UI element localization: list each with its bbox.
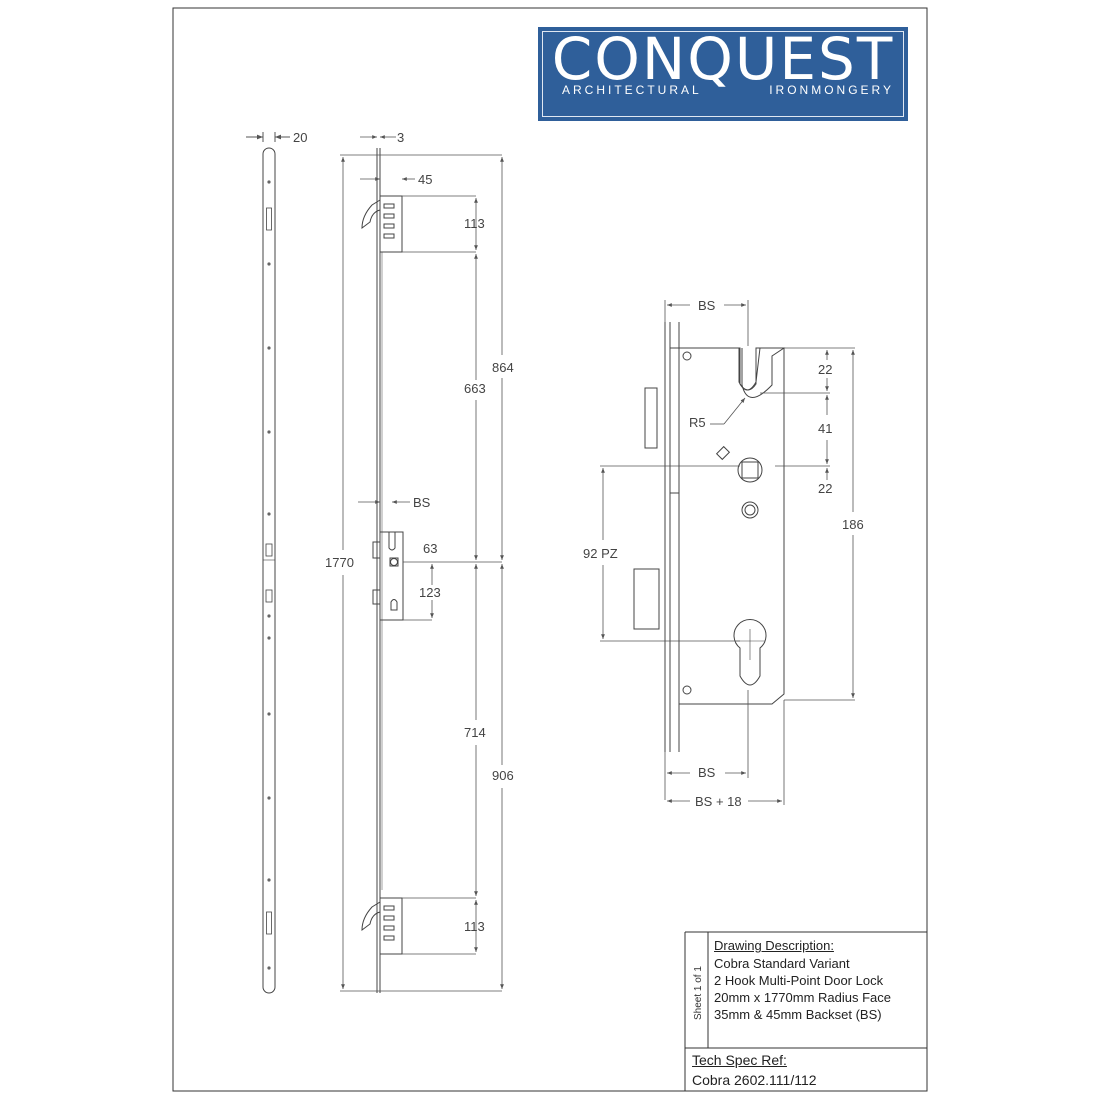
- dim-45-label: 45: [418, 172, 432, 187]
- logo-subtitle-right: IRONMONGERY: [769, 83, 894, 97]
- dim-714-label: 714: [464, 725, 486, 740]
- dim-63-label: 63: [423, 541, 437, 556]
- description-line: 2 Hook Multi-Point Door Lock: [714, 973, 884, 988]
- middle-view-labels: 3 45 113 864 663 BS 1770 63 123 714 906 …: [325, 130, 514, 934]
- detail-22-top-label: 22: [818, 362, 832, 377]
- dim-864-label: 864: [492, 360, 514, 375]
- dim-113-bottom-label: 113: [464, 919, 485, 934]
- sheet-border: [172, 7, 928, 1092]
- dim-663-label: 663: [464, 381, 486, 396]
- dim-faceplate-width: 20: [246, 130, 307, 145]
- detail-bs-top-label: BS: [698, 298, 716, 313]
- description-line: Cobra Standard Variant: [714, 956, 850, 971]
- dim-bs-label: BS: [413, 495, 431, 510]
- lock-side-view: [361, 148, 404, 993]
- sheet-number: Sheet 1 of 1: [693, 966, 704, 1020]
- description-line: 20mm x 1770mm Radius Face: [714, 990, 892, 1005]
- dim-1770-label: 1770: [325, 555, 354, 570]
- dim-3-label: 3: [397, 130, 404, 145]
- tech-spec-heading: Tech Spec Ref:: [692, 1052, 787, 1068]
- description-line: 35mm & 45mm Backset (BS): [714, 1007, 882, 1022]
- faceplate-front-view: [262, 147, 276, 994]
- logo-inner-border: [542, 31, 904, 117]
- tech-spec-value: Cobra 2602.111/112: [692, 1072, 817, 1088]
- detail-bs-bottom-label: BS: [698, 765, 716, 780]
- dim-906-label: 906: [492, 768, 514, 783]
- dim-123-label: 123: [419, 585, 441, 600]
- dim-113-top-label: 113: [464, 216, 485, 231]
- detail-41-label: 41: [818, 421, 832, 436]
- detail-r5-label: R5: [689, 415, 706, 430]
- middle-view-dimensions: [340, 135, 504, 992]
- detail-bs18-label: BS + 18: [695, 794, 742, 809]
- gearbox-detail-view: [633, 322, 786, 752]
- detail-labels: BS 22 R5 41 22 186 92 PZ BS BS + 18: [583, 298, 864, 809]
- description-heading: Drawing Description:: [714, 938, 834, 953]
- detail-dimensions: [600, 300, 855, 805]
- logo-subtitle-left: ARCHITECTURAL: [562, 83, 702, 97]
- detail-22-bottom-label: 22: [818, 481, 832, 496]
- title-block-frame: [684, 931, 927, 1091]
- detail-186-label: 186: [842, 517, 864, 532]
- detail-92pz-label: 92 PZ: [583, 546, 618, 561]
- conquest-logo: CONQUEST ARCHITECTURAL IRONMONGERY: [538, 27, 908, 121]
- dim-20-label: 20: [293, 130, 307, 145]
- logo-wordmark: CONQUEST: [551, 25, 895, 93]
